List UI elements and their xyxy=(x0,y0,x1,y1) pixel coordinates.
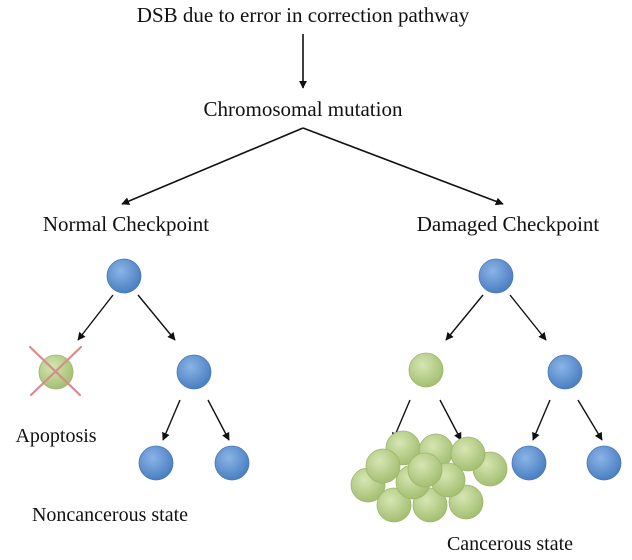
normal-child-cell xyxy=(176,354,212,390)
noncancerous-state-label: Noncancerous state xyxy=(32,504,188,526)
damaged-checkpoint-root-cell xyxy=(478,258,514,294)
top-arrows xyxy=(121,34,504,206)
arrow-left-child-to-leaf-2 xyxy=(207,399,230,441)
arrow-right-root-to-normal xyxy=(509,294,547,341)
arrow-left-root-to-child xyxy=(137,294,176,341)
right-normal-leaf-cell-2 xyxy=(586,445,622,481)
mutation-label: Chromosomal mutation xyxy=(204,97,403,121)
diagram-title: DSB due to error in correction pathway xyxy=(137,3,470,27)
cancerous-cell-cluster xyxy=(350,430,508,523)
damaged-checkpoint-label: Damaged Checkpoint xyxy=(417,212,600,236)
arrow-left-root-to-apoptosis xyxy=(77,294,114,341)
arrow-left-child-to-leaf-1 xyxy=(162,399,181,441)
apoptosis-cross-icon xyxy=(28,345,83,397)
apoptosis-label: Apoptosis xyxy=(15,425,96,447)
normal-leaf-cell-1 xyxy=(138,445,174,481)
arrow-normal-to-leaf-1 xyxy=(532,399,551,441)
normal-leaf-cell-2 xyxy=(214,445,250,481)
normal-checkpoint-root-cell xyxy=(106,258,142,294)
arrow-damaged-to-cluster-2 xyxy=(439,399,462,441)
arrow-right-root-to-damaged xyxy=(445,294,484,341)
right-normal-child-cell xyxy=(547,354,583,390)
arrow-mutation-to-normal xyxy=(121,127,304,205)
left-tree-arrows xyxy=(77,294,230,441)
cancerous-state-label: Cancerous state xyxy=(447,533,573,555)
arrow-normal-to-leaf-2 xyxy=(577,399,603,441)
normal-checkpoint-label: Normal Checkpoint xyxy=(43,212,209,236)
arrow-mutation-to-damaged xyxy=(302,127,504,206)
right-normal-leaf-cell-1 xyxy=(511,445,547,481)
damaged-child-cell xyxy=(408,352,444,388)
